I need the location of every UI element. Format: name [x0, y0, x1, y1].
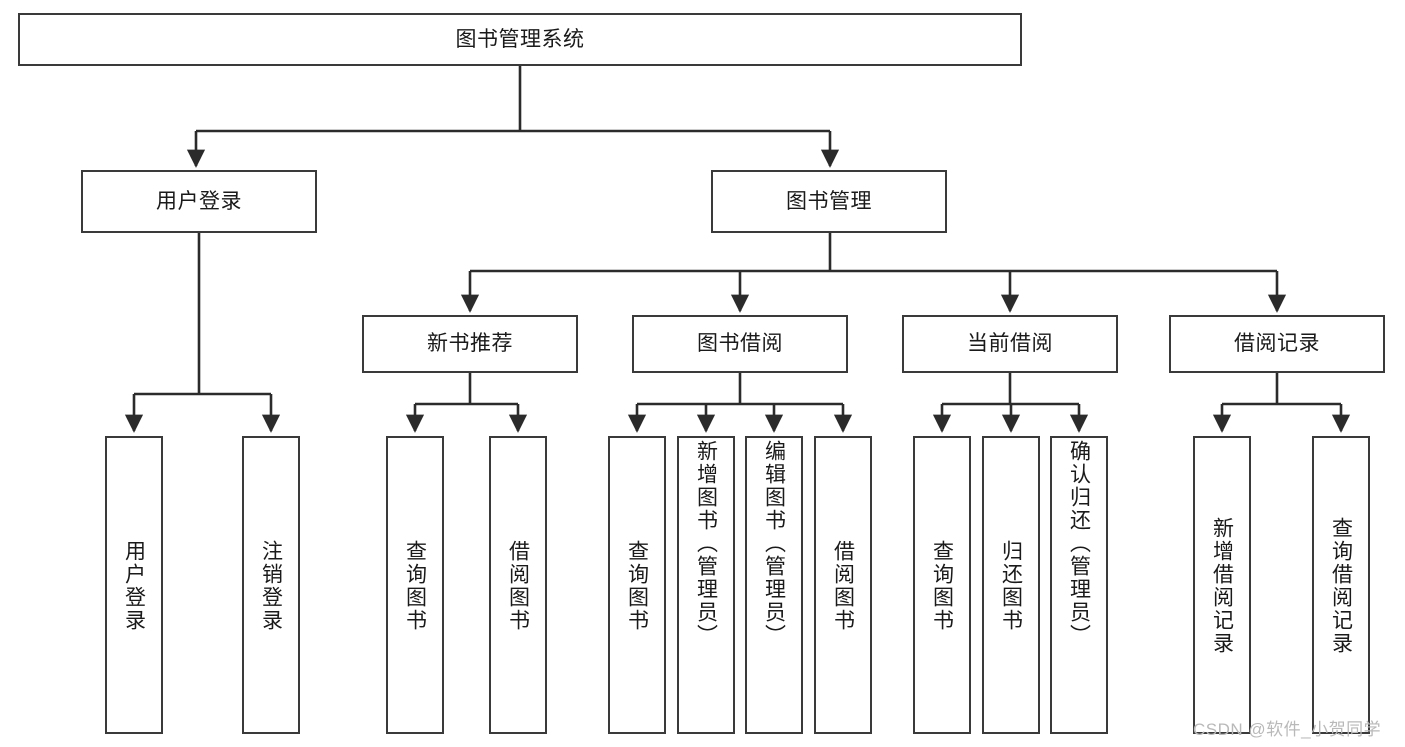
leaf-confirm-return[interactable]: 确认归还（管理员）: [1050, 436, 1108, 734]
leaf-edit-book[interactable]: 编辑图书（管理员）: [745, 436, 803, 734]
node-root-label: 图书管理系统: [455, 27, 585, 51]
leaf-user-login-label: 用户登录: [122, 540, 146, 632]
node-borrow-record[interactable]: 借阅记录: [1169, 315, 1385, 373]
node-borrow-record-label: 借阅记录: [1234, 332, 1320, 356]
node-root[interactable]: 图书管理系统: [18, 13, 1022, 66]
leaf-query-book-3[interactable]: 查询图书: [913, 436, 971, 734]
node-new-book-recommend-label: 新书推荐: [427, 332, 513, 356]
leaf-query-book-1-label: 查询图书: [403, 540, 427, 632]
leaf-user-login[interactable]: 用户登录: [105, 436, 163, 734]
leaf-return-book[interactable]: 归还图书: [982, 436, 1040, 734]
node-new-book-recommend[interactable]: 新书推荐: [362, 315, 578, 373]
leaf-borrow-book-2-label: 借阅图书: [831, 540, 855, 632]
leaf-query-book-2[interactable]: 查询图书: [608, 436, 666, 734]
leaf-return-book-label: 归还图书: [999, 540, 1023, 632]
node-user-login[interactable]: 用户登录: [81, 170, 317, 233]
node-user-login-label: 用户登录: [156, 189, 242, 213]
csdn-watermark: CSDN @软件_小贺同学: [1193, 720, 1382, 739]
leaf-query-book-3-label: 查询图书: [930, 540, 954, 632]
leaf-add-record[interactable]: 新增借阅记录: [1193, 436, 1251, 734]
node-current-borrow[interactable]: 当前借阅: [902, 315, 1118, 373]
leaf-borrow-book-2[interactable]: 借阅图书: [814, 436, 872, 734]
leaf-query-record[interactable]: 查询借阅记录: [1312, 436, 1370, 734]
leaf-borrow-book-1-label: 借阅图书: [506, 540, 530, 632]
leaf-logout-login[interactable]: 注销登录: [242, 436, 300, 734]
node-current-borrow-label: 当前借阅: [967, 332, 1053, 356]
node-book-borrow-label: 图书借阅: [697, 332, 783, 356]
leaf-query-book-1[interactable]: 查询图书: [386, 436, 444, 734]
leaf-borrow-book-1[interactable]: 借阅图书: [489, 436, 547, 734]
leaf-add-book[interactable]: 新增图书（管理员）: [677, 436, 735, 734]
leaf-edit-book-label: 编辑图书（管理员）: [762, 440, 786, 647]
leaf-add-book-label: 新增图书（管理员）: [694, 440, 718, 647]
node-book-management[interactable]: 图书管理: [711, 170, 947, 233]
node-book-management-label: 图书管理: [786, 189, 872, 213]
leaf-query-book-2-label: 查询图书: [625, 540, 649, 632]
leaf-confirm-return-label: 确认归还（管理员）: [1067, 440, 1091, 647]
node-book-borrow[interactable]: 图书借阅: [632, 315, 848, 373]
leaf-add-record-label: 新增借阅记录: [1210, 517, 1234, 655]
leaf-logout-login-label: 注销登录: [259, 540, 283, 632]
leaf-query-record-label: 查询借阅记录: [1329, 517, 1353, 655]
